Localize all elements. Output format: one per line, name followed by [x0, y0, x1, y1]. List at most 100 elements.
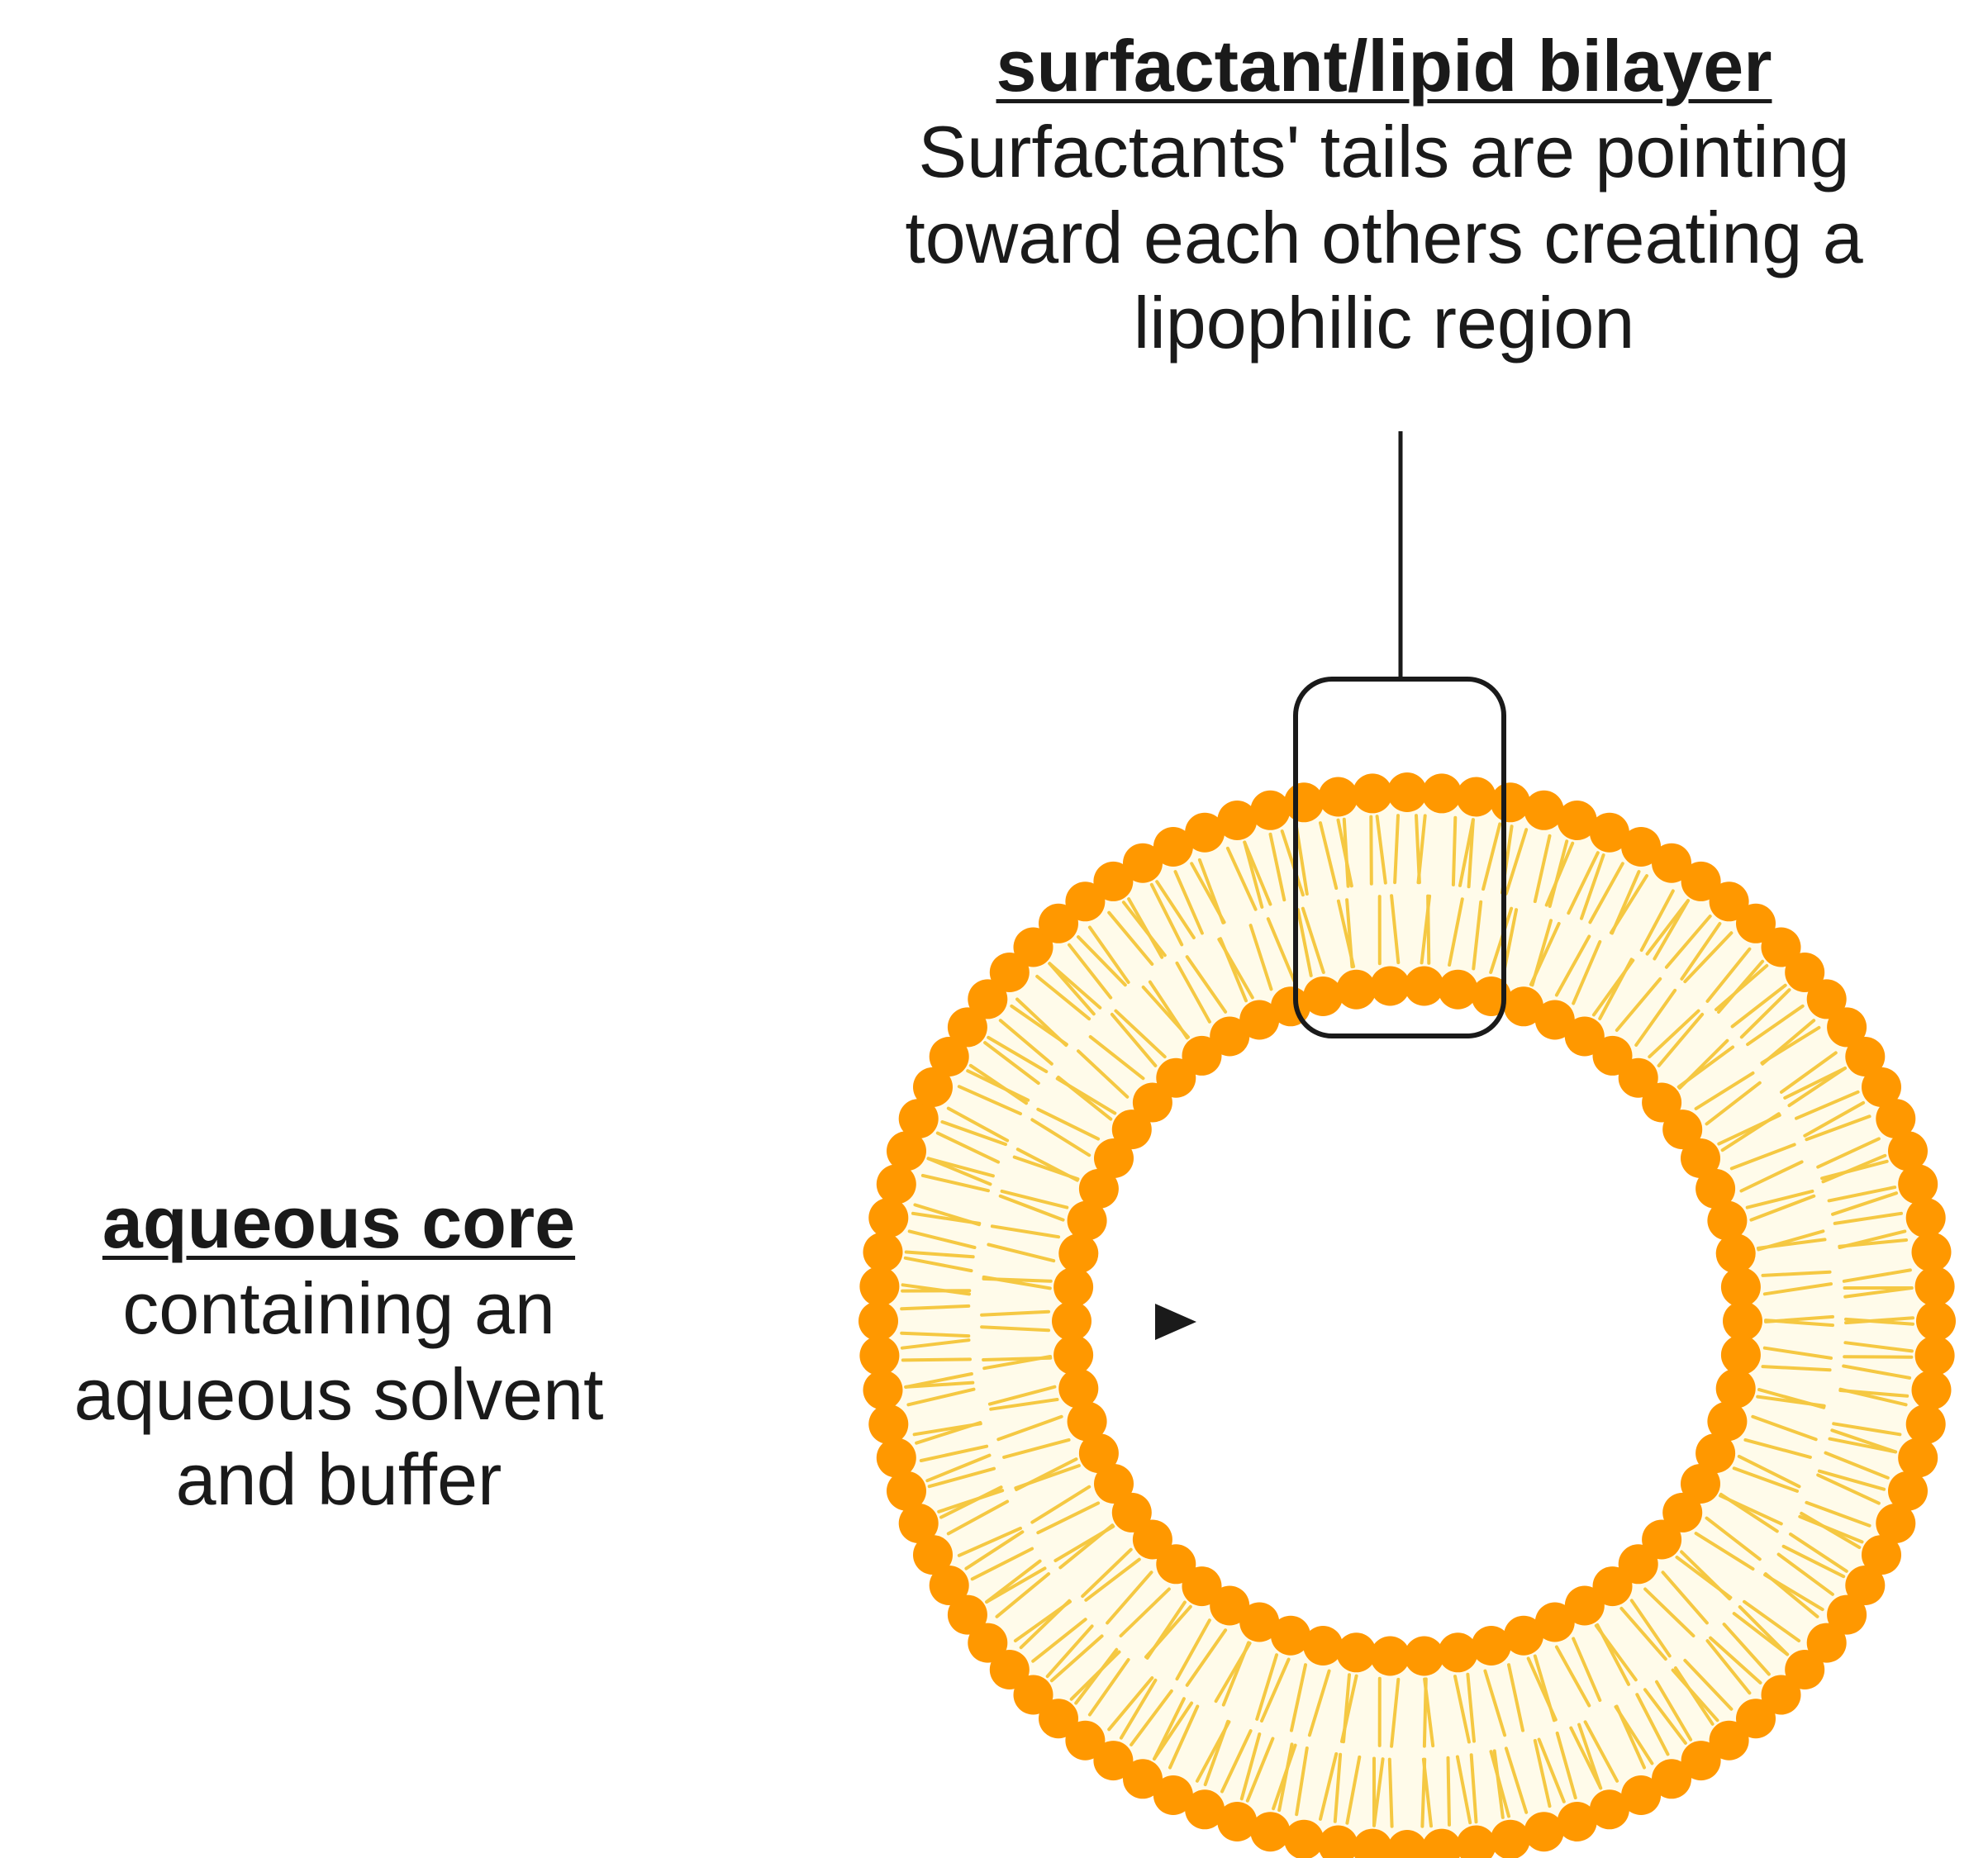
lipid-tail: [1732, 1466, 1799, 1493]
lipid-tail: [1458, 818, 1475, 887]
lipid-tail: [982, 1275, 1052, 1290]
lipid-tail: [1739, 1160, 1804, 1193]
outer-lipid-head: [863, 1232, 903, 1272]
outer-lipid-head: [1806, 1623, 1847, 1663]
outer-lipid-head: [1217, 801, 1258, 840]
lipid-tail: [996, 1414, 1063, 1442]
lipid-tail: [1761, 1270, 1832, 1277]
outer-lipid-head: [1911, 1370, 1952, 1410]
lipid-tail: [1295, 1746, 1309, 1817]
outer-lipid-head: [1250, 1812, 1291, 1852]
lipid-tail: [1843, 1341, 1914, 1353]
outer-lipid-head: [859, 1335, 900, 1376]
inner-lipid-head: [1720, 1335, 1761, 1376]
inner-lipid-head: [1504, 986, 1543, 1027]
lipid-tail: [998, 1019, 1053, 1066]
inner-lipid-head: [1239, 1000, 1280, 1040]
outer-lipid-head: [1013, 927, 1053, 967]
outer-lipid-head: [1761, 927, 1801, 967]
lipid-tail: [1290, 1663, 1307, 1732]
lipid-tail: [1345, 898, 1354, 969]
lipid-tail: [1694, 1532, 1755, 1571]
lipid-tail: [1722, 1623, 1771, 1676]
lipid-tail: [919, 1444, 989, 1462]
lipid-tail: [901, 1283, 971, 1296]
lipid-tail: [1077, 1049, 1130, 1099]
lipid-tail: [1760, 1025, 1821, 1065]
lipid-tail: [1268, 832, 1286, 902]
core-description-line-2: aqueous solvent: [74, 1352, 604, 1435]
lipid-tail: [987, 1243, 1056, 1263]
inner-lipid-head: [1662, 1110, 1703, 1150]
lipid-tail: [1776, 1552, 1834, 1596]
lipid-tail: [1781, 1544, 1846, 1579]
inner-lipid-head: [1438, 969, 1478, 1010]
lipid-tail: [1185, 955, 1228, 1014]
lipid-tail: [1737, 1454, 1801, 1489]
inner-lipid-head: [1067, 1401, 1107, 1442]
outer-lipid-head: [1123, 1759, 1163, 1799]
outer-lipid-head: [1681, 1741, 1721, 1781]
lipid-tail: [1483, 1669, 1507, 1737]
lipid-tail: [1036, 1107, 1101, 1141]
inner-lipid-head: [1370, 966, 1410, 1006]
lipid-tail: [1751, 1414, 1818, 1442]
outer-lipid-head: [1681, 861, 1721, 901]
inner-lipid-head: [1336, 1632, 1377, 1673]
outer-lipid-head: [1898, 1164, 1938, 1205]
outer-lipid-head: [887, 1471, 926, 1511]
inner-lipid-head: [1707, 1200, 1748, 1241]
lipid-tail: [1130, 1689, 1173, 1746]
lipid-tail: [1455, 1755, 1472, 1825]
lipid-tail: [1185, 1628, 1228, 1687]
inner-lipid-head: [1642, 1519, 1682, 1560]
inner-lipid-head: [1438, 1632, 1478, 1673]
lipid-tail: [1577, 1723, 1603, 1790]
inner-lipid-head: [1642, 1082, 1682, 1123]
lipid-tail: [1676, 1045, 1735, 1089]
outer-lipid-head: [1652, 1759, 1691, 1799]
lipid-tail: [1030, 1485, 1091, 1524]
lipid-tail: [935, 1131, 1001, 1164]
lipid-tail: [1739, 988, 1791, 1039]
lipid-tail: [1107, 1676, 1154, 1732]
lipid-tail: [1580, 853, 1605, 920]
lipid-tail: [1155, 880, 1196, 939]
outer-lipid-head: [947, 1007, 987, 1048]
outer-lipid-head: [1876, 1503, 1916, 1543]
outer-lipid-head: [1284, 782, 1325, 823]
lipid-tail: [1340, 1674, 1358, 1743]
inner-lipid-head: [1210, 1585, 1250, 1626]
lipid-tail: [925, 1453, 992, 1483]
outer-lipid-head: [1806, 979, 1847, 1019]
inner-lipid-head: [1720, 1266, 1761, 1307]
outer-lipid-head: [1185, 812, 1225, 853]
lipid-tail: [1219, 937, 1248, 1003]
inner-lipid-head: [1132, 1519, 1172, 1560]
outer-lipid-head: [1589, 812, 1629, 853]
lipid-tail: [1824, 1451, 1890, 1480]
lipid-tail: [1615, 977, 1662, 1032]
lipid-tail: [1833, 1211, 1903, 1225]
lipid-tail: [1572, 939, 1602, 1005]
lipid-tail: [1803, 1100, 1866, 1138]
outer-lipid-head: [1827, 1594, 1867, 1635]
lipid-tail: [1596, 1623, 1630, 1686]
lipid-tail: [1000, 1189, 1069, 1209]
lipid-tail: [1655, 1680, 1693, 1742]
lipid-tail: [1031, 1618, 1087, 1663]
outer-lipid-head: [1013, 1675, 1053, 1715]
lipid-tail: [1533, 1738, 1552, 1808]
lipid-tail: [1507, 1663, 1524, 1732]
inner-lipid-head: [1681, 1138, 1720, 1178]
lipid-tail: [1830, 1428, 1898, 1454]
lipid-tail: [989, 1398, 1059, 1411]
lipid-tail: [1466, 1672, 1476, 1743]
lipid-tail: [1451, 815, 1458, 886]
outer-lipid-head: [1911, 1232, 1952, 1272]
lipid-tail: [1333, 1752, 1343, 1823]
outer-lipid-head: [887, 1131, 926, 1171]
lipid-tail: [1119, 1678, 1158, 1740]
core-arrow-head: [1155, 1304, 1196, 1340]
bilayer-description-line-1: Surfactants' tails are pointing: [918, 110, 1850, 192]
